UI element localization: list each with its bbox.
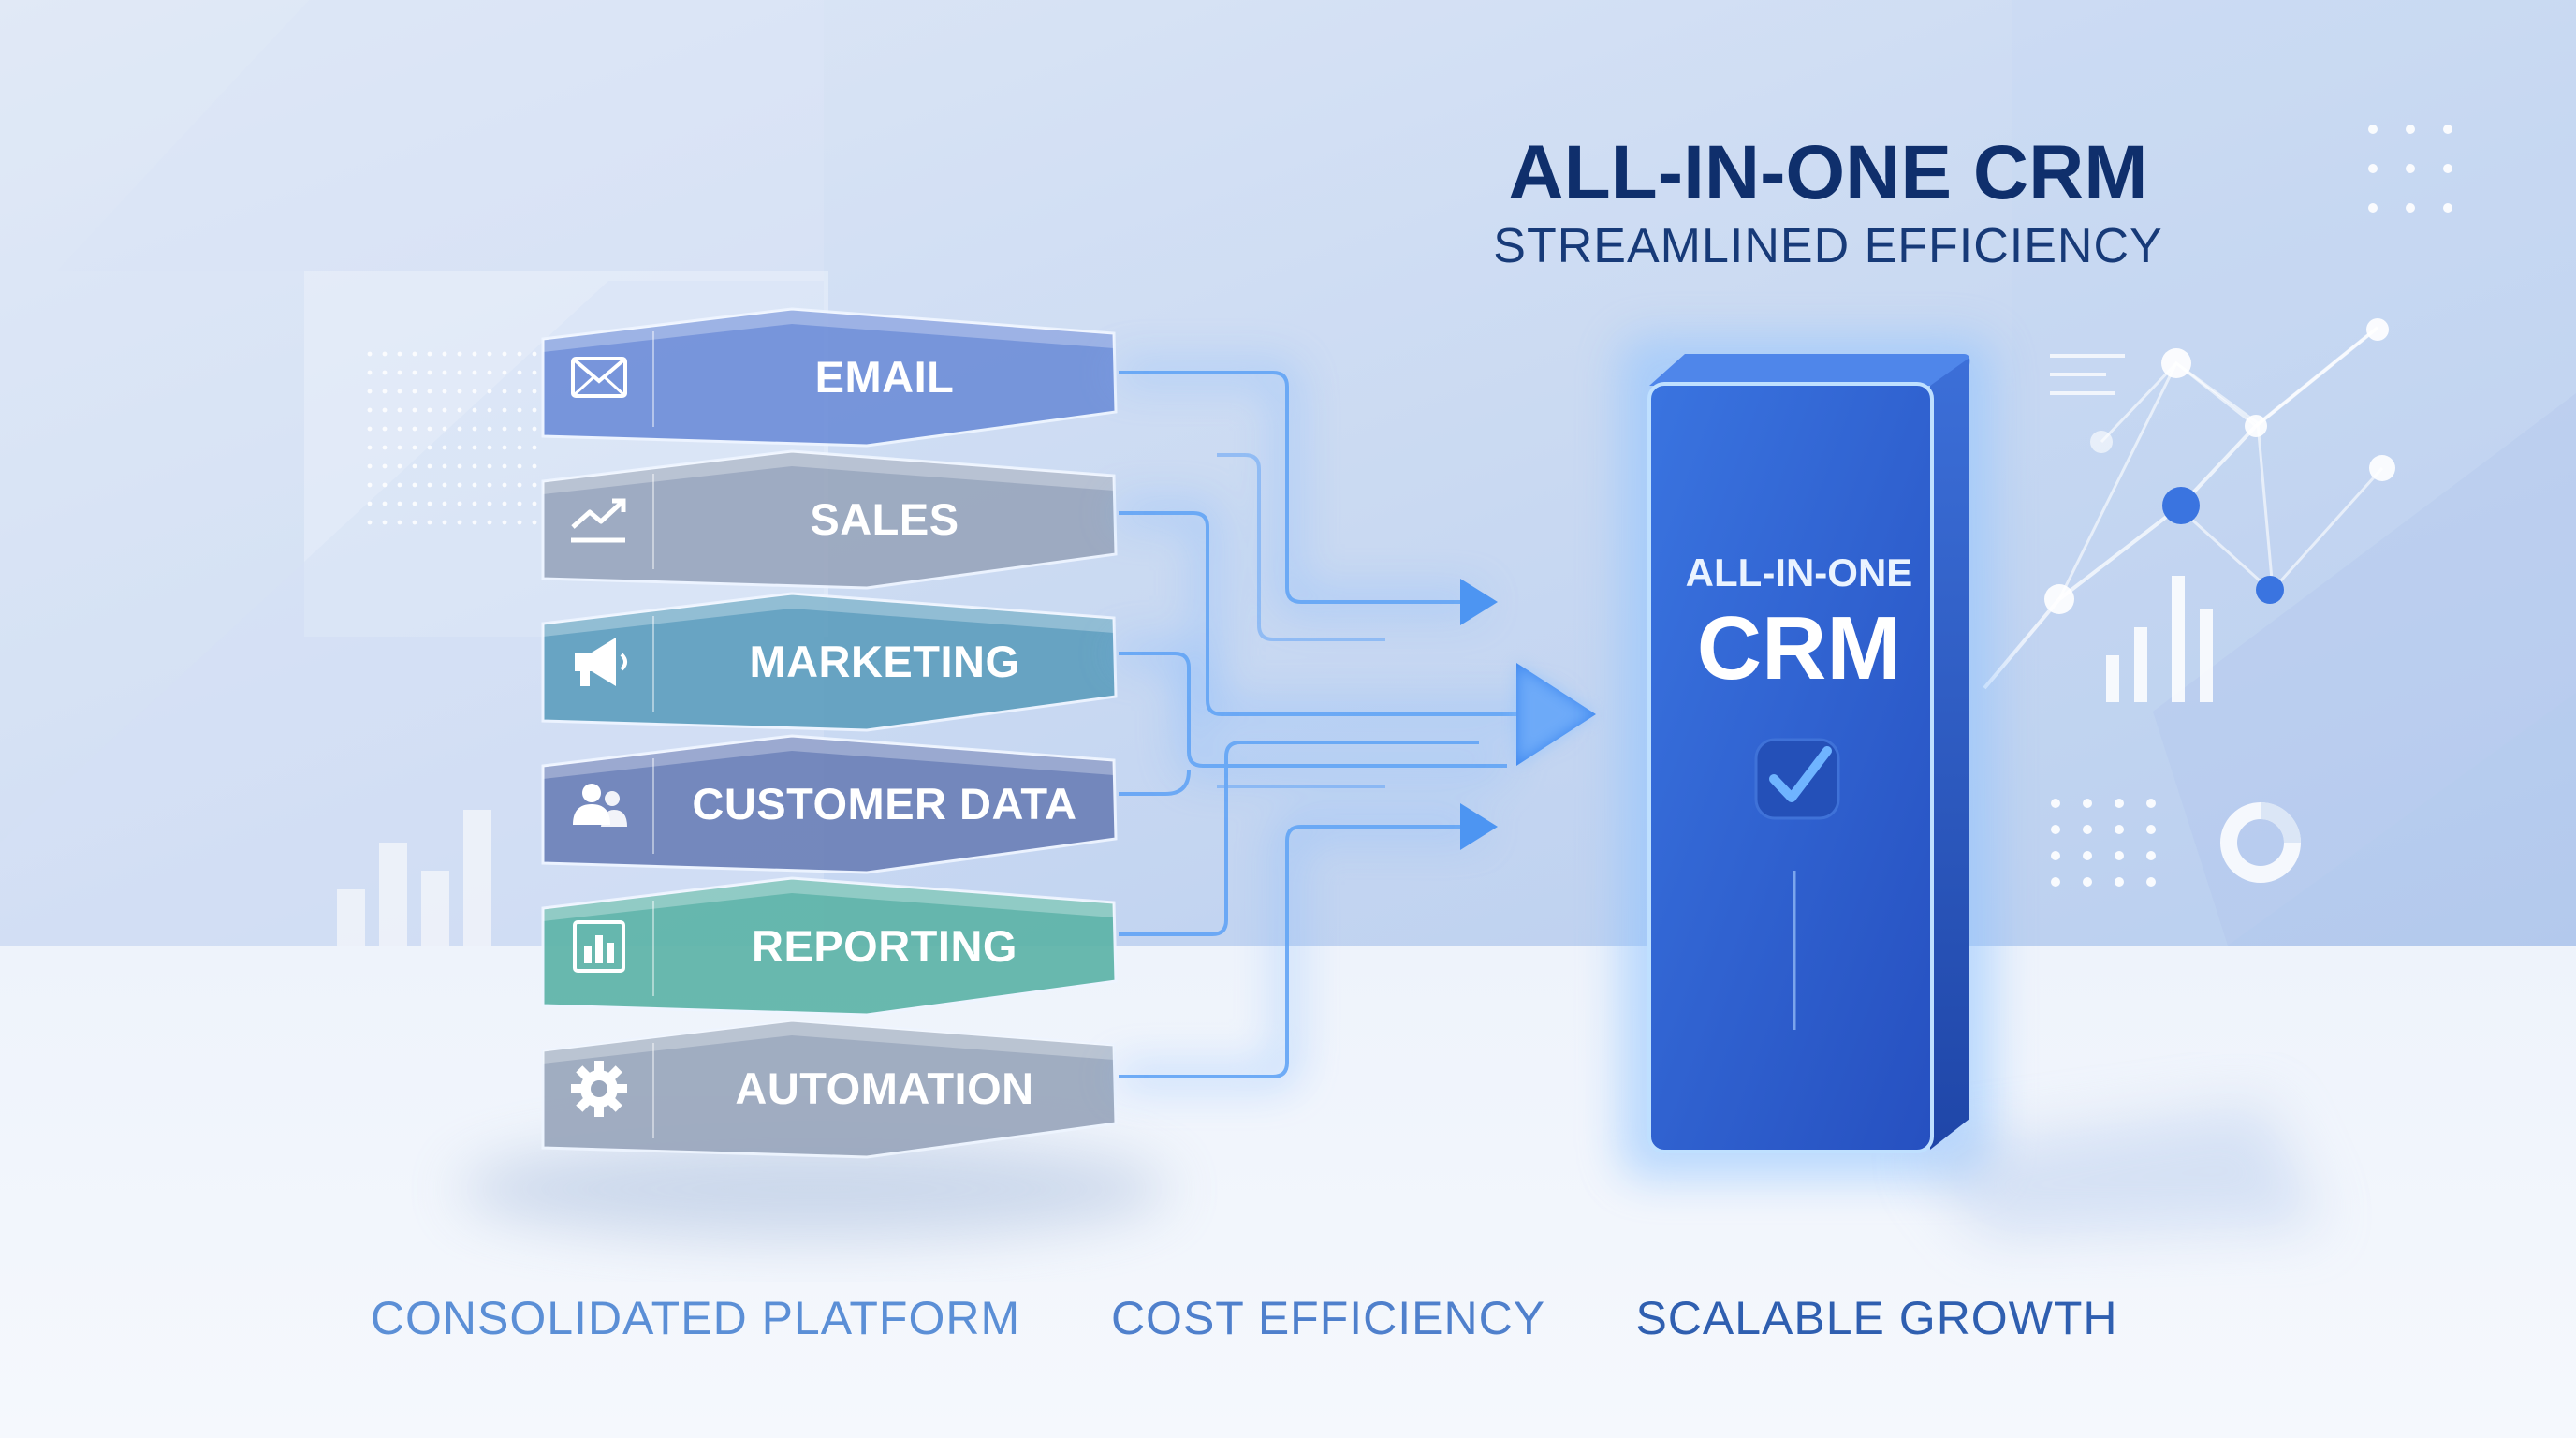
gear-icon <box>571 1061 627 1117</box>
page-subtitle: STREAMLINED EFFICIENCY <box>1493 219 2162 273</box>
users-icon <box>573 784 627 827</box>
stack-layer-label: SALES <box>810 494 959 544</box>
feature-stack: AUTOMATION REPORTING CUSTOMER DATA MARKETIN… <box>541 307 1118 1159</box>
flow-connectors <box>1119 364 1596 1085</box>
stack-shadow <box>459 1137 1170 1240</box>
checkmark-icon <box>1754 738 1840 820</box>
dot-grid-left <box>367 351 537 525</box>
crm-tower: ALL-IN-ONE CRM <box>1619 337 2321 1236</box>
dot-grid-right-bottom <box>2051 799 2156 887</box>
flow-arrows <box>1460 579 1596 850</box>
stack-layer-label: MARKETING <box>749 637 1019 686</box>
benefit-cost-efficiency: COST EFFICIENCY <box>1111 1292 1545 1344</box>
benefit-scalable-growth: SCALABLE GROWTH <box>1635 1292 2117 1344</box>
dot-grid-right-top <box>2368 125 2452 213</box>
megaphone-icon <box>575 638 627 686</box>
network-chart-decoration <box>1983 318 2395 690</box>
stack-layer-marketing: MARKETING <box>541 592 1118 732</box>
stack-layer-label: CUSTOMER DATA <box>692 779 1076 829</box>
stack-layer-email: EMAIL <box>541 307 1118 448</box>
envelope-icon <box>571 357 627 398</box>
page-title: ALL-IN-ONE CRM <box>1508 130 2147 215</box>
arrow-head-bottom <box>1460 803 1498 850</box>
text-lines-decoration <box>2050 354 2125 395</box>
trend-chart-icon <box>571 498 626 543</box>
crm-tower-label-main: CRM <box>1697 598 1902 698</box>
stack-layer-label: AUTOMATION <box>735 1064 1033 1113</box>
donut-decoration <box>2220 802 2301 883</box>
stack-layer-label: REPORTING <box>752 921 1017 971</box>
stack-layer-customer-data: CUSTOMER DATA <box>541 734 1118 874</box>
bar-chart-decoration-right <box>2106 576 2213 702</box>
bar-chart-decoration-left <box>337 810 491 946</box>
benefit-consolidated-platform: CONSOLIDATED PLATFORM <box>371 1292 1020 1344</box>
stack-layer-sales: SALES <box>541 449 1118 590</box>
stack-layer-label: EMAIL <box>815 352 955 402</box>
bar-report-icon <box>573 920 625 973</box>
stack-layer-reporting: REPORTING <box>541 876 1118 1017</box>
crm-tower-label-top: ALL-IN-ONE <box>1686 550 1913 594</box>
arrow-head-top <box>1460 579 1498 625</box>
stack-layer-automation: AUTOMATION <box>541 1019 1118 1159</box>
